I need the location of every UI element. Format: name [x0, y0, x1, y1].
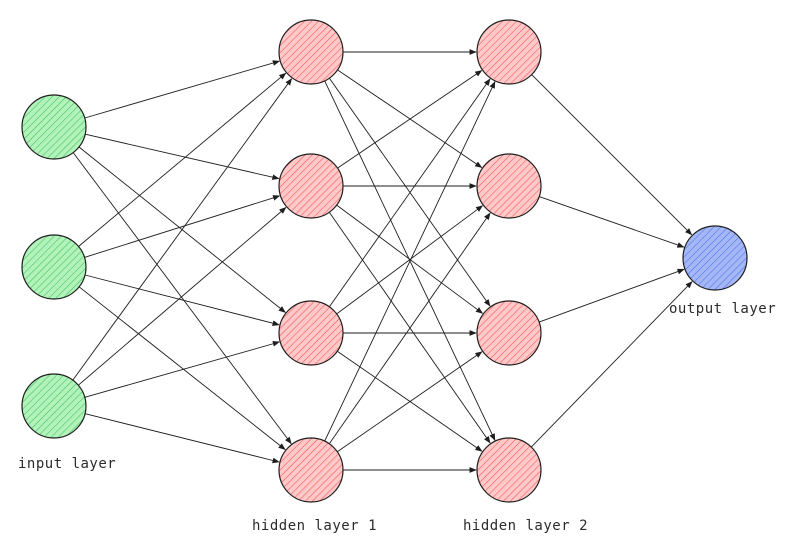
nodes-group [21, 19, 748, 503]
hidden-node-1-1 [278, 153, 344, 219]
hidden-layer-1-label: hidden layer 1 [252, 518, 377, 534]
edge-l1-0-to-l2-1 [337, 69, 483, 168]
hidden-node-2-0 [476, 19, 542, 85]
hidden-layer-2-label: hidden layer 2 [463, 518, 588, 534]
edge-l0-2-to-l1-2 [84, 341, 280, 398]
hidden-node-2-2 [476, 300, 542, 366]
output-layer-label: output layer [669, 301, 776, 317]
hidden-node-1-3 [278, 437, 344, 503]
edge-l1-1-to-l2-0 [337, 70, 483, 169]
edge-l0-1-to-l1-3 [78, 286, 286, 450]
edge-l0-2-to-l1-0 [72, 78, 293, 381]
input-node-0-1 [21, 234, 87, 300]
edge-l1-3-to-l2-1 [328, 212, 491, 444]
edge-l0-0-to-l1-3 [72, 152, 292, 445]
hidden-node-2-1 [476, 153, 542, 219]
edge-l1-1-to-l2-2 [336, 204, 484, 314]
hidden-node-1-0 [278, 19, 344, 85]
edge-l1-3-to-l2-0 [324, 81, 496, 442]
edge-l0-1-to-l1-0 [78, 72, 287, 247]
edge-l0-0-to-l1-0 [84, 60, 280, 119]
edge-l2-0-to-l3-0 [531, 74, 693, 236]
edge-l1-3-to-l2-2 [337, 351, 483, 453]
edge-l1-1-to-l2-3 [328, 212, 491, 444]
edge-l0-1-to-l1-2 [84, 274, 280, 326]
edge-l2-1-to-l3-0 [539, 196, 685, 248]
input-layer-label: input layer [18, 456, 116, 472]
hidden-node-1-2 [278, 300, 344, 366]
edge-l0-0-to-l1-1 [85, 133, 280, 180]
edge-l1-0-to-l2-2 [329, 77, 491, 307]
edge-l2-3-to-l3-0 [530, 281, 693, 448]
edge-l0-1-to-l1-1 [84, 195, 281, 258]
edge-l0-2-to-l1-3 [84, 413, 280, 464]
output-node-3-0 [682, 225, 748, 291]
hidden-node-2-3 [476, 437, 542, 503]
edge-l2-2-to-l3-0 [538, 268, 685, 323]
edge-l0-2-to-l1-1 [78, 207, 287, 386]
edge-l1-2-to-l2-0 [329, 78, 491, 308]
input-node-0-2 [21, 373, 87, 439]
edge-l1-2-to-l2-3 [337, 350, 483, 452]
input-node-0-0 [21, 94, 87, 160]
edge-l1-2-to-l2-1 [336, 205, 484, 315]
connections-group [72, 49, 693, 473]
